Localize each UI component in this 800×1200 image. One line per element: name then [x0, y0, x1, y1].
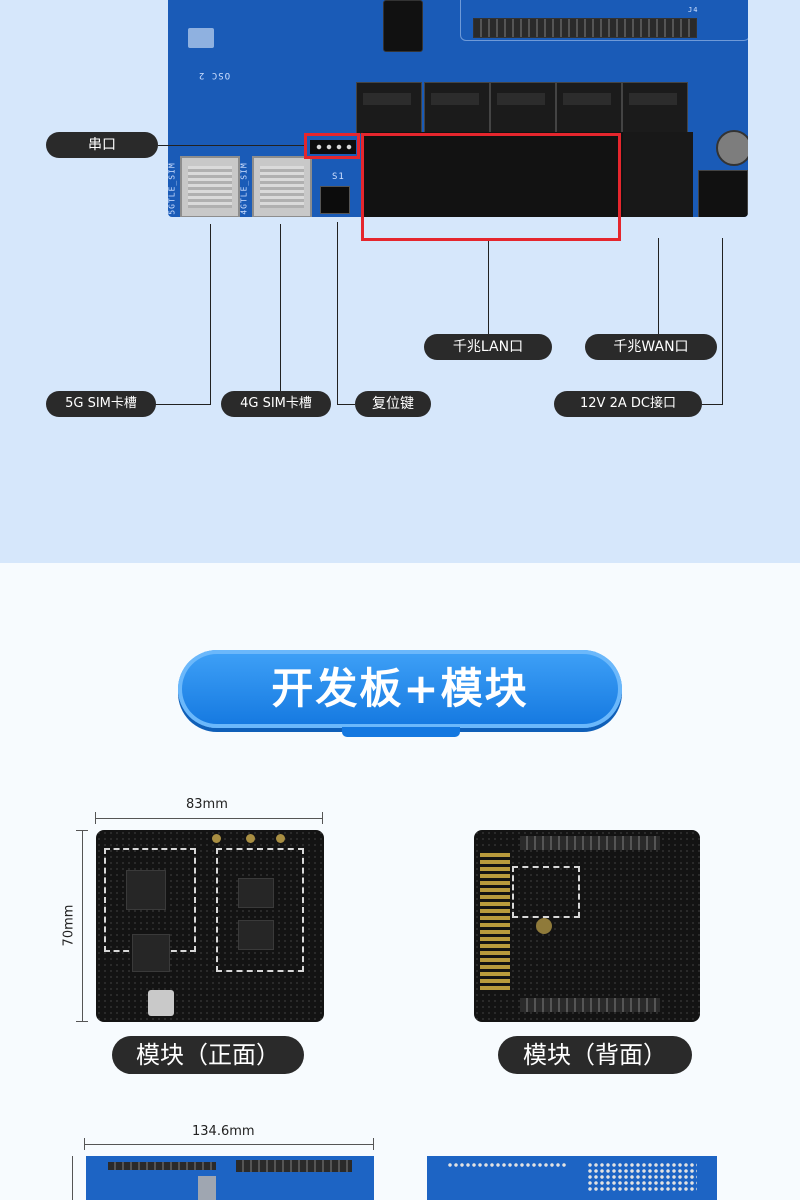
- j4-silk-label: J4: [688, 6, 699, 14]
- dc-jack: [698, 170, 748, 217]
- wan-leader-line: [658, 238, 659, 334]
- reset-button-component: [320, 186, 350, 214]
- module-chip: [126, 870, 166, 910]
- serial-header: [310, 140, 356, 154]
- board-component: [188, 28, 214, 48]
- sim-slot-4g: [252, 156, 312, 217]
- section-title: 开发板+模块: [271, 664, 529, 713]
- module-width-dimension-line: [95, 818, 323, 819]
- module-back-pad: [536, 918, 552, 934]
- capacitor: [716, 130, 748, 166]
- devboard-width-dimension-line: [84, 1144, 374, 1145]
- module-front-caption: 模块（正面）: [112, 1036, 304, 1074]
- module-back-photo: [474, 830, 700, 1022]
- module-front-photo: [96, 830, 324, 1022]
- antenna-connector: [246, 834, 255, 843]
- antenna-connector: [276, 834, 285, 843]
- devboard-back-photo: [427, 1156, 717, 1200]
- module-height-dimension-line: [82, 830, 83, 1022]
- module-chip: [132, 934, 170, 972]
- sim-slot-5g: [180, 156, 240, 217]
- s1-silk-label: S1: [332, 172, 345, 182]
- pin-header-j4: [473, 18, 697, 38]
- pin-header-outline: [460, 0, 748, 41]
- rj45-port-5: [622, 82, 688, 134]
- rj45-port-2: [424, 82, 490, 134]
- sim5g-leader-vertical: [210, 224, 211, 404]
- serial-highlight-box: [304, 133, 360, 159]
- module-shield-can: [148, 990, 174, 1016]
- module-back-connector-top: [520, 836, 660, 850]
- module-height-label: 70mm: [61, 904, 77, 947]
- osc-silk-label: OSC 2: [198, 70, 231, 80]
- wan-port-block: [623, 132, 693, 217]
- reset-key-label: 复位键: [355, 391, 431, 417]
- devboard-front-photo: [86, 1156, 374, 1200]
- module-back-caption: 模块（背面）: [498, 1036, 692, 1074]
- sim4g-leader-line: [280, 224, 281, 392]
- dc-leader-vertical: [722, 238, 723, 404]
- rj45-port-1: [356, 82, 422, 134]
- module-back-connector-bottom: [520, 998, 660, 1012]
- sim5g-leader-horizontal: [155, 404, 211, 405]
- module-width-label: 83mm: [186, 797, 228, 812]
- dc-leader-horizontal: [702, 404, 723, 405]
- lan-port-block: [363, 132, 623, 217]
- sim-4g-label: 4G SIM卡槽: [221, 391, 331, 417]
- lan-leader-line: [488, 241, 489, 334]
- serial-port-label: 串口: [46, 132, 158, 158]
- reset-leader-vertical: [337, 222, 338, 404]
- sim-5g-silk: 5GTLE_SIM: [168, 162, 177, 215]
- main-board-photo: J4 OSC 2 5GTLE_SIM 4GTLE_SIM S1: [168, 0, 748, 217]
- dc-power-label: 12V 2A DC接口: [554, 391, 702, 417]
- module-chip: [238, 878, 274, 908]
- rj45-port-3: [490, 82, 556, 134]
- reset-leader-horizontal: [337, 404, 355, 405]
- devboard-height-dimension-line: [72, 1156, 73, 1200]
- gigabit-wan-label: 千兆WAN口: [585, 334, 717, 360]
- module-chip: [238, 920, 274, 950]
- sim-5g-label: 5G SIM卡槽: [46, 391, 156, 417]
- rj45-port-4: [556, 82, 622, 134]
- devboard-width-label: 134.6mm: [192, 1124, 255, 1139]
- section-header-tab: [342, 727, 460, 737]
- board-connector: [383, 0, 423, 52]
- lan-highlight-box: [361, 133, 621, 241]
- sim-4g-silk: 4GTLE_SIM: [239, 162, 249, 215]
- module-back-gold-pads: [480, 850, 510, 990]
- gigabit-lan-label: 千兆LAN口: [424, 334, 552, 360]
- serial-leader-line: [158, 145, 304, 146]
- section-header-badge: 开发板+模块: [178, 650, 622, 728]
- antenna-connector: [212, 834, 221, 843]
